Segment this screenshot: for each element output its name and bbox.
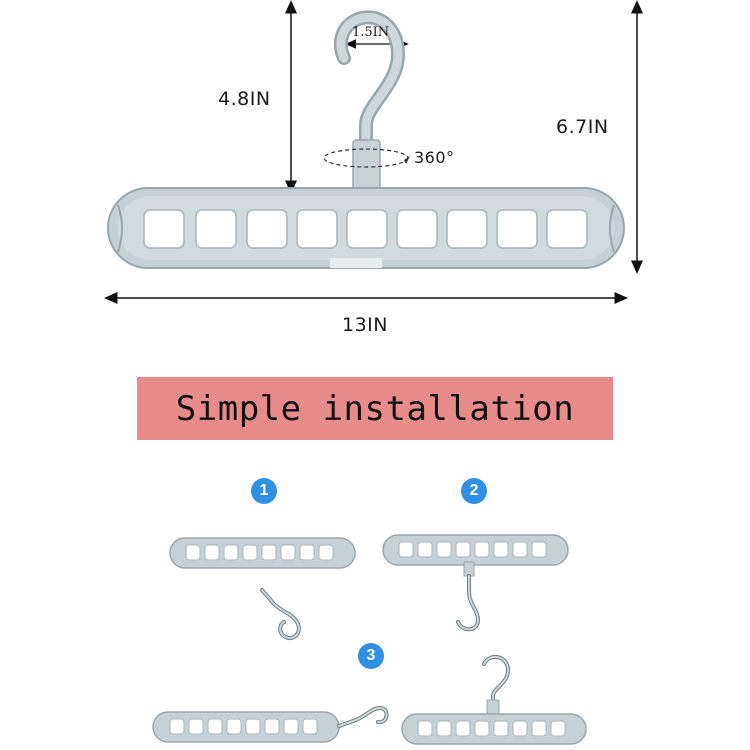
hook-width-label: 1.5IN [352,25,390,40]
total-width-label: 13IN [342,314,388,336]
hook-height-label: 4.8IN [218,88,271,110]
step-badge-2: 2 [461,478,487,504]
installation-banner: Simple installation [137,377,613,440]
total-height-label: 6.7IN [556,116,609,138]
step1-illustration [169,537,356,641]
hanger-holes [143,209,588,249]
step2-illustration [382,534,569,632]
banner-title: Simple installation [175,388,575,429]
step3-illustration-b [401,654,587,745]
step-badge-1: 1 [251,478,277,504]
step3-illustration-a [152,705,389,743]
rotation-label: 360° [414,148,455,167]
step-badge-3: 3 [358,643,384,669]
